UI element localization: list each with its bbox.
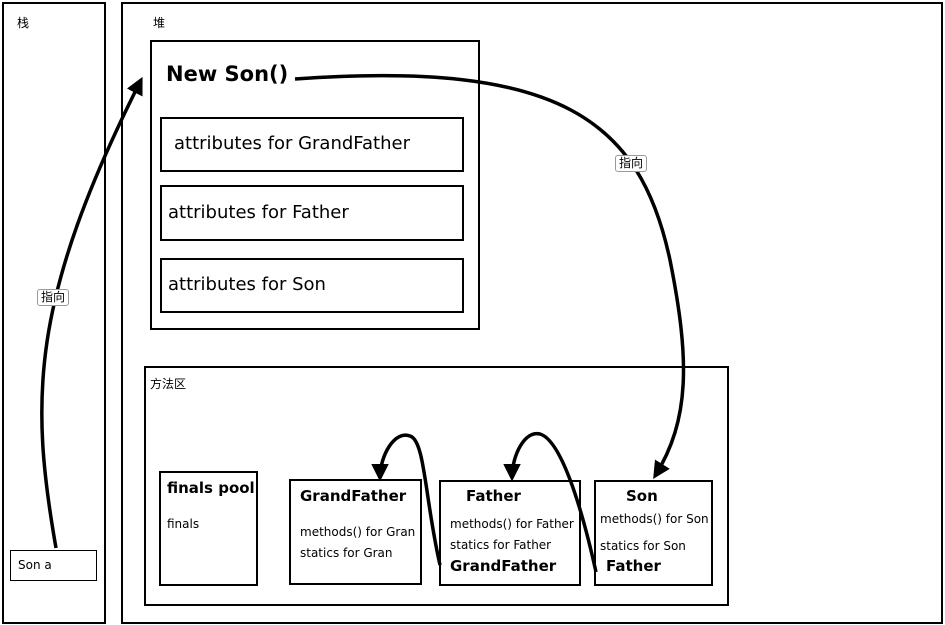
attribute-label-grandfather: attributes for GrandFather — [174, 133, 410, 154]
class-parent-son: Father — [606, 557, 661, 575]
class-box-father[interactable]: Father methods() for Father statics for … — [439, 480, 581, 586]
class-parent-father: GrandFather — [450, 557, 557, 575]
attribute-label-son: attributes for Son — [168, 274, 326, 295]
class-box-grandfather[interactable]: GrandFather methods() for Gran statics f… — [289, 479, 422, 585]
class-statics-grandfather: statics for Gran — [300, 546, 393, 560]
heap-title: 堆 — [153, 16, 166, 30]
method-area-title: 方法区 — [150, 377, 187, 391]
stack-title: 栈 — [17, 16, 30, 30]
class-methods-grandfather: methods() for Gran — [300, 525, 416, 539]
class-methods-son: methods() for Son — [600, 512, 709, 526]
finals-pool-title: finals pool — [167, 479, 255, 497]
stack-variable-label: Son a — [18, 558, 52, 572]
class-name-grandfather: GrandFather — [300, 487, 407, 505]
class-methods-father: methods() for Father — [450, 517, 574, 531]
class-statics-father: statics for Father — [450, 538, 552, 552]
class-name-son: Son — [626, 487, 658, 505]
class-name-father: Father — [466, 487, 521, 505]
attribute-box-son[interactable]: attributes for Son — [160, 258, 464, 313]
stack-variable-box[interactable]: Son a — [10, 550, 97, 581]
attribute-label-father: attributes for Father — [168, 202, 349, 223]
arrow-label-stack-to-heap: 指向 — [37, 289, 70, 306]
arrow-label-object-to-class: 指向 — [615, 155, 648, 172]
stack-panel — [2, 2, 106, 624]
attribute-box-father[interactable]: attributes for Father — [160, 185, 464, 241]
class-statics-son: statics for Son — [600, 539, 686, 553]
finals-pool-body: finals — [167, 517, 200, 531]
heap-object-title: New Son() — [166, 62, 289, 86]
finals-pool-box[interactable]: finals pool finals — [159, 471, 258, 586]
attribute-box-grandfather[interactable]: attributes for GrandFather — [160, 117, 464, 172]
class-box-son[interactable]: Son methods() for Son statics for Son Fa… — [594, 480, 713, 586]
